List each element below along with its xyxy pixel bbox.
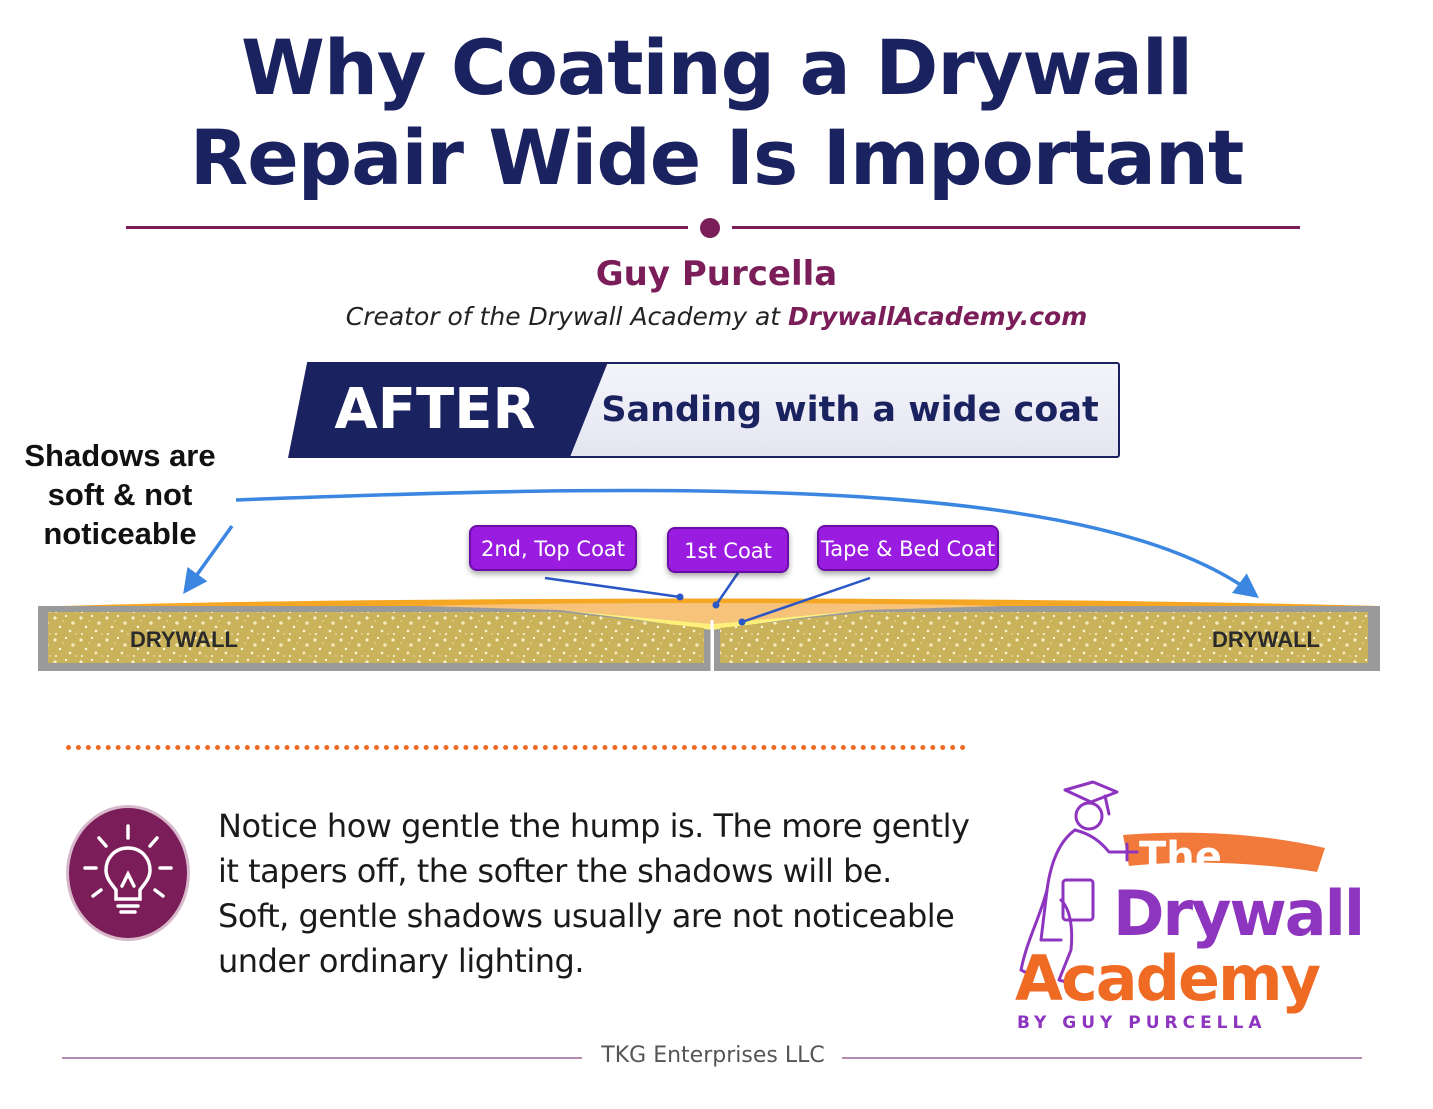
- banner-label: AFTER: [334, 377, 536, 442]
- logo-word-the: The: [1139, 834, 1222, 880]
- tip-line: under ordinary lighting.: [218, 942, 585, 980]
- drywall-label-left: DRYWALL: [130, 627, 238, 652]
- drywall-right-panel: [720, 612, 1368, 663]
- drywall-academy-logo: The Drywall Academy BY GUY PURCELLA: [1015, 780, 1365, 1033]
- divider-right: [732, 226, 1300, 229]
- footer-line-left: [62, 1057, 582, 1059]
- label-box-tape-bed: [817, 525, 999, 571]
- label-box-top-coat: [469, 525, 637, 571]
- subtitle: Creator of the Drywall Academy at Drywal…: [0, 302, 1433, 331]
- footer-company: TKG Enterprises LLC: [601, 1043, 825, 1068]
- banner-label-box: [288, 362, 608, 458]
- drywall-cross-section-diagram: 2nd, Top Coat 1st Coat Tape & Bed Coat D…: [38, 488, 1380, 671]
- logo-byline: BY GUY PURCELLA: [1017, 1013, 1267, 1033]
- banner-background: [560, 362, 1120, 458]
- pointer-tape-bed: [741, 576, 871, 624]
- label-first-coat: 1st Coat: [684, 539, 772, 563]
- first-coat-layer: [420, 603, 1000, 624]
- pointer-first-coat: [714, 569, 742, 606]
- divider-left: [126, 226, 688, 229]
- label-box-first-coat: [667, 527, 789, 573]
- divider-dot: [700, 218, 720, 238]
- tip-line: it tapers off, the softer the shadows wi…: [218, 852, 892, 890]
- logo-word-academy: Academy: [1015, 942, 1321, 1015]
- tip-line: Notice how gentle the hump is. The more …: [218, 807, 970, 845]
- arrow-left: [183, 524, 234, 594]
- subtitle-site-link[interactable]: DrywallAcademy.com: [788, 302, 1088, 331]
- title-line-2: Repair Wide Is Important: [189, 113, 1245, 202]
- shadow-annotation-line: soft & not: [47, 477, 193, 512]
- pointer-top-coat: [544, 576, 681, 599]
- drywall-label-right: DRYWALL: [1212, 627, 1320, 652]
- brush-stroke-icon: [1123, 832, 1325, 872]
- dotted-separator: [66, 745, 966, 750]
- lightbulb-badge: [66, 805, 190, 941]
- pointer-dot-first-coat: [712, 601, 720, 609]
- banner-text: Sanding with a wide coat: [601, 390, 1099, 430]
- tip-line: Soft, gentle shadows usually are not not…: [218, 897, 955, 935]
- logo-word-drywall: Drywall: [1113, 877, 1363, 950]
- shadow-annotation-line: Shadows are: [24, 438, 216, 473]
- graduate-painter-icon: [1019, 780, 1139, 986]
- subtitle-prefix: Creator of the Drywall Academy at: [345, 302, 789, 331]
- arrow-right-curve: [235, 488, 1259, 598]
- pointer-dot-tape-bed: [738, 618, 746, 626]
- drywall-left-panel: [48, 612, 704, 663]
- shadow-annotation-line: noticeable: [43, 516, 197, 551]
- lightbulb-icon: [83, 824, 173, 914]
- label-tape-bed: Tape & Bed Coat: [820, 537, 995, 561]
- footer-line-right: [842, 1057, 1362, 1059]
- shadow-annotation: Shadows are soft & not noticeable: [0, 436, 240, 553]
- author-name: Guy Purcella: [595, 254, 838, 294]
- label-top-coat: 2nd, Top Coat: [481, 537, 625, 561]
- title-line-1: Why Coating a Drywall: [240, 23, 1193, 112]
- top-coat-layer: [60, 598, 1380, 608]
- tip-text: Notice how gentle the hump is. The more …: [218, 804, 978, 984]
- pointer-dot-top-coat: [676, 593, 684, 601]
